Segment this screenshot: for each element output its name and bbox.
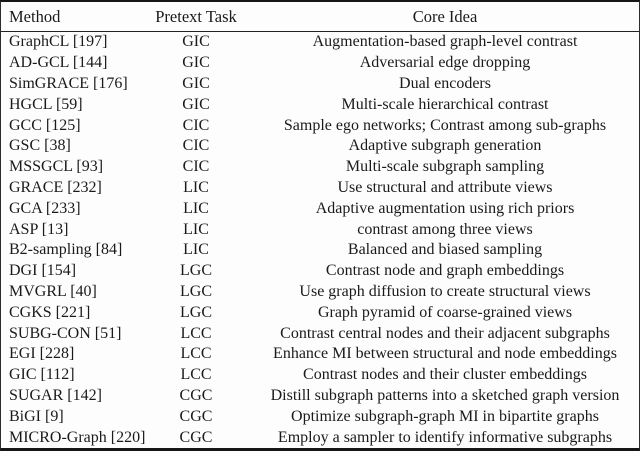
- pretext-task-cell: GIC: [182, 33, 210, 51]
- table-row: ASP [13] LIC contrast among three views: [1, 219, 639, 240]
- header-rule: [1, 31, 639, 32]
- pretext-task-cell: LCC: [180, 345, 212, 363]
- table-row: EGI [228] LCC Enhance MI between structu…: [1, 344, 639, 365]
- method-cell: AD-GCL [144]: [9, 54, 108, 72]
- pretext-task-cell: LCC: [180, 324, 212, 342]
- method-cell: ASP [13]: [9, 220, 69, 238]
- core-idea-cell: Multi-scale subgraph sampling: [345, 158, 545, 176]
- pretext-task-cell: CIC: [182, 158, 210, 176]
- table-row: SUGAR [142] CGC Distill subgraph pattern…: [1, 386, 639, 407]
- method-cell: MVGRL [40]: [9, 282, 97, 300]
- method-cell: DGI [154]: [9, 262, 77, 280]
- pretext-task-cell: LCC: [180, 366, 212, 384]
- method-cell: SUBG-CON [51]: [9, 324, 122, 342]
- core-idea-cell: Enhance MI between structural and node e…: [273, 345, 617, 363]
- method-cell: HGCL [59]: [9, 95, 83, 113]
- method-cell: SimGRACE [176]: [9, 74, 128, 92]
- core-idea-cell: Adversarial edge dropping: [359, 54, 531, 72]
- table-row: AD-GCL [144] GIC Adversarial edge droppi…: [1, 53, 639, 74]
- pretext-task-cell: LIC: [183, 178, 209, 196]
- pretext-task-cell: LIC: [183, 241, 209, 259]
- core-idea-cell: Contrast node and graph embeddings: [325, 262, 565, 280]
- method-cell: SUGAR [142]: [9, 386, 102, 404]
- core-idea-cell: contrast among three views: [357, 220, 533, 238]
- method-cell: BiGI [9]: [9, 407, 64, 425]
- pretext-task-cell: LIC: [183, 220, 209, 238]
- column-header-core-idea: Core Idea: [412, 6, 478, 26]
- table-row: GraphCL [197] GIC Augmentation-based gra…: [1, 32, 639, 53]
- core-idea-cell: Optimize subgraph-graph MI in bipartite …: [291, 407, 599, 425]
- pretext-task-cell: LGC: [180, 262, 212, 280]
- pretext-task-cell: CGC: [179, 428, 213, 446]
- method-cell: MICRO-Graph [220]: [9, 428, 146, 446]
- method-cell: GCC [125]: [9, 116, 81, 134]
- core-idea-cell: Distill subgraph patterns into a sketche…: [270, 386, 620, 404]
- pretext-task-cell: GIC: [182, 95, 210, 113]
- core-idea-cell: Employ a sampler to identify informative…: [277, 428, 613, 446]
- pretext-task-cell: GIC: [182, 74, 210, 92]
- pretext-task-cell: LGC: [180, 282, 212, 300]
- column-header-pretext-task: Pretext Task: [155, 6, 237, 26]
- method-cell: GraphCL [197]: [9, 33, 108, 51]
- table-row: GIC [112] LCC Contrast nodes and their c…: [1, 365, 639, 386]
- core-idea-cell: Dual encoders: [399, 74, 491, 92]
- table-row: DGI [154] LGC Contrast node and graph em…: [1, 261, 639, 282]
- method-cell: GIC [112]: [9, 366, 75, 384]
- core-idea-cell: Augmentation-based graph-level contrast: [312, 33, 578, 51]
- table-row: GRACE [232] LIC Use structural and attri…: [1, 178, 639, 199]
- core-idea-cell: Contrast nodes and their cluster embeddi…: [303, 366, 587, 384]
- pretext-task-cell: CIC: [182, 137, 210, 155]
- table-row: MSSGCL [93] CIC Multi-scale subgraph sam…: [1, 157, 639, 178]
- table-row: BiGI [9] CGC Optimize subgraph-graph MI …: [1, 406, 639, 427]
- pretext-task-cell: GIC: [182, 54, 210, 72]
- core-idea-cell: Adaptive subgraph generation: [348, 137, 542, 155]
- pretext-task-cell: LIC: [183, 199, 209, 217]
- table-row: B2-sampling [84] LIC Balanced and biased…: [1, 240, 639, 261]
- table-row: SimGRACE [176] GIC Dual encoders: [1, 74, 639, 95]
- pretext-task-cell: CGC: [179, 407, 213, 425]
- column-header-method: Method: [9, 6, 61, 26]
- pretext-task-cell: LGC: [180, 303, 212, 321]
- core-idea-cell: Adaptive augmentation using rich priors: [315, 199, 575, 217]
- pretext-task-cell: CGC: [179, 386, 213, 404]
- table-row: SUBG-CON [51] LCC Contrast central nodes…: [1, 323, 639, 344]
- table-row: GCC [125] CIC Sample ego networks; Contr…: [1, 115, 639, 136]
- core-idea-cell: Balanced and biased sampling: [347, 241, 543, 259]
- method-cell: MSSGCL [93]: [9, 158, 104, 176]
- pretext-task-cell: CIC: [182, 116, 210, 134]
- core-idea-cell: Use graph diffusion to create structural…: [299, 282, 591, 300]
- core-idea-cell: Contrast central nodes and their adjacen…: [280, 324, 610, 342]
- method-cell: CGKS [221]: [9, 303, 91, 321]
- method-cell: B2-sampling [84]: [9, 241, 123, 259]
- table-row: MICRO-Graph [220] CGC Employ a sampler t…: [1, 427, 639, 448]
- table-row: CGKS [221] LGC Graph pyramid of coarse-g…: [1, 302, 639, 323]
- table-row: GSC [38] CIC Adaptive subgraph generatio…: [1, 136, 639, 157]
- core-idea-cell: Sample ego networks; Contrast among sub-…: [283, 116, 607, 134]
- table-row: MVGRL [40] LGC Use graph diffusion to cr…: [1, 282, 639, 303]
- method-cell: GCA [233]: [9, 199, 81, 217]
- method-cell: EGI [228]: [9, 345, 75, 363]
- core-idea-cell: Graph pyramid of coarse-grained views: [317, 303, 573, 321]
- core-idea-cell: Use structural and attribute views: [337, 178, 553, 196]
- table-row: HGCL [59] GIC Multi-scale hierarchical c…: [1, 94, 639, 115]
- method-cell: GSC [38]: [9, 137, 71, 155]
- method-cell: GRACE [232]: [9, 178, 102, 196]
- table-row: GCA [233] LIC Adaptive augmentation usin…: [1, 198, 639, 219]
- core-idea-cell: Multi-scale hierarchical contrast: [341, 95, 549, 113]
- table-header-row: Method Pretext Task Core Idea: [1, 2, 639, 31]
